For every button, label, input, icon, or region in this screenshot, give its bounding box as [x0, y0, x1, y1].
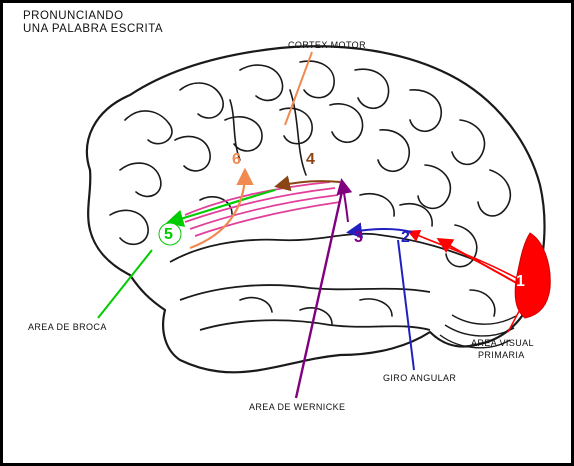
temporal-lobe [170, 234, 480, 330]
step-1: 1 [516, 274, 525, 290]
step-2: 2 [401, 230, 410, 246]
label-area-visual-2: PRIMARIA [478, 350, 525, 361]
leader-cortex-motor [285, 52, 312, 125]
arcuate-fibers [185, 182, 340, 236]
title-line-2: UNA PALABRA ESCRITA [23, 23, 163, 36]
leader-wernicke [296, 187, 343, 398]
label-giro-angular: GIRO ANGULAR [383, 373, 456, 384]
label-cortex-motor: CORTEX MOTOR [288, 40, 366, 51]
brain-gyri [110, 61, 510, 324]
step-6: 6 [232, 152, 241, 168]
arrow-1 [440, 240, 520, 285]
title-line-1: PRONUNCIANDO [23, 10, 163, 23]
step-5: 5 [164, 227, 173, 243]
label-area-visual-1: AREA VISUAL [471, 338, 534, 349]
leader-broca [98, 250, 152, 318]
label-area-broca: AREA DE BROCA [28, 322, 107, 333]
figure-title: PRONUNCIANDO UNA PALABRA ESCRITA [23, 10, 163, 36]
leader-angular [398, 240, 414, 370]
label-area-wernicke: AREA DE WERNICKE [249, 402, 345, 413]
step-3: 3 [354, 230, 363, 246]
step-4: 4 [306, 152, 315, 168]
